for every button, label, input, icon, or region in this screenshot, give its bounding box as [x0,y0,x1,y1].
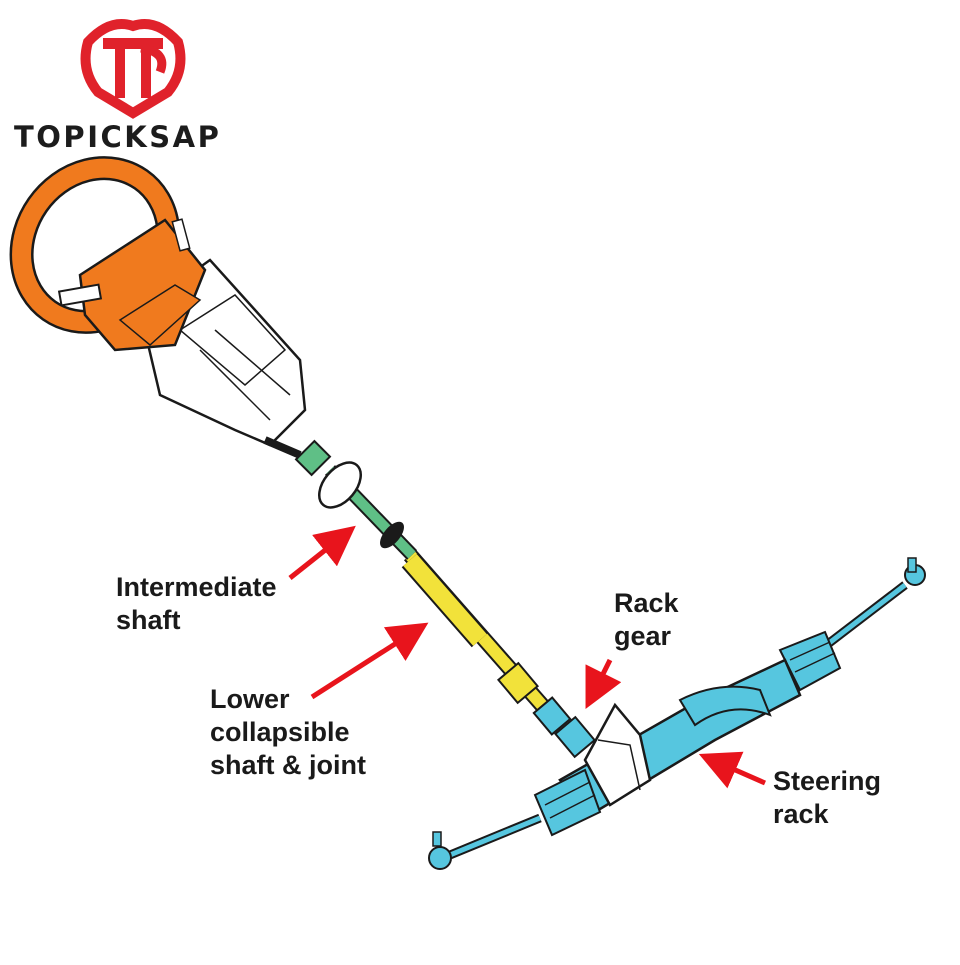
brand-name: TOPICKSAP [14,120,222,154]
steering-rack-label: Steering rack [773,765,881,831]
label-line: Rack [614,588,679,618]
intermediate-shaft-arrow [288,525,356,580]
label-line: shaft & joint [210,750,366,780]
steering-rack-assembly [428,557,926,870]
label-line: rack [773,799,829,829]
intermediate-shaft [294,439,418,560]
label-line: collapsible [210,717,350,747]
label-line: gear [614,621,672,651]
label-line: Lower [210,684,290,714]
lower-shaft-arrow [310,622,429,700]
lower-shaft-label: Lower collapsible shaft & joint [210,683,366,782]
steering-wheel [9,156,207,352]
label-line: shaft [116,605,181,635]
steering-rack-arrow [698,751,767,789]
intermediate-shaft-label: Intermediate shaft [116,571,277,637]
rack-gear-label: Rack gear [614,587,679,653]
rack-gear-arrow [585,658,622,709]
tp-shield-logo-icon [80,19,186,119]
label-line: Intermediate [116,572,277,602]
label-line: Steering [773,766,882,796]
lower-collapsible-shaft [401,549,597,759]
